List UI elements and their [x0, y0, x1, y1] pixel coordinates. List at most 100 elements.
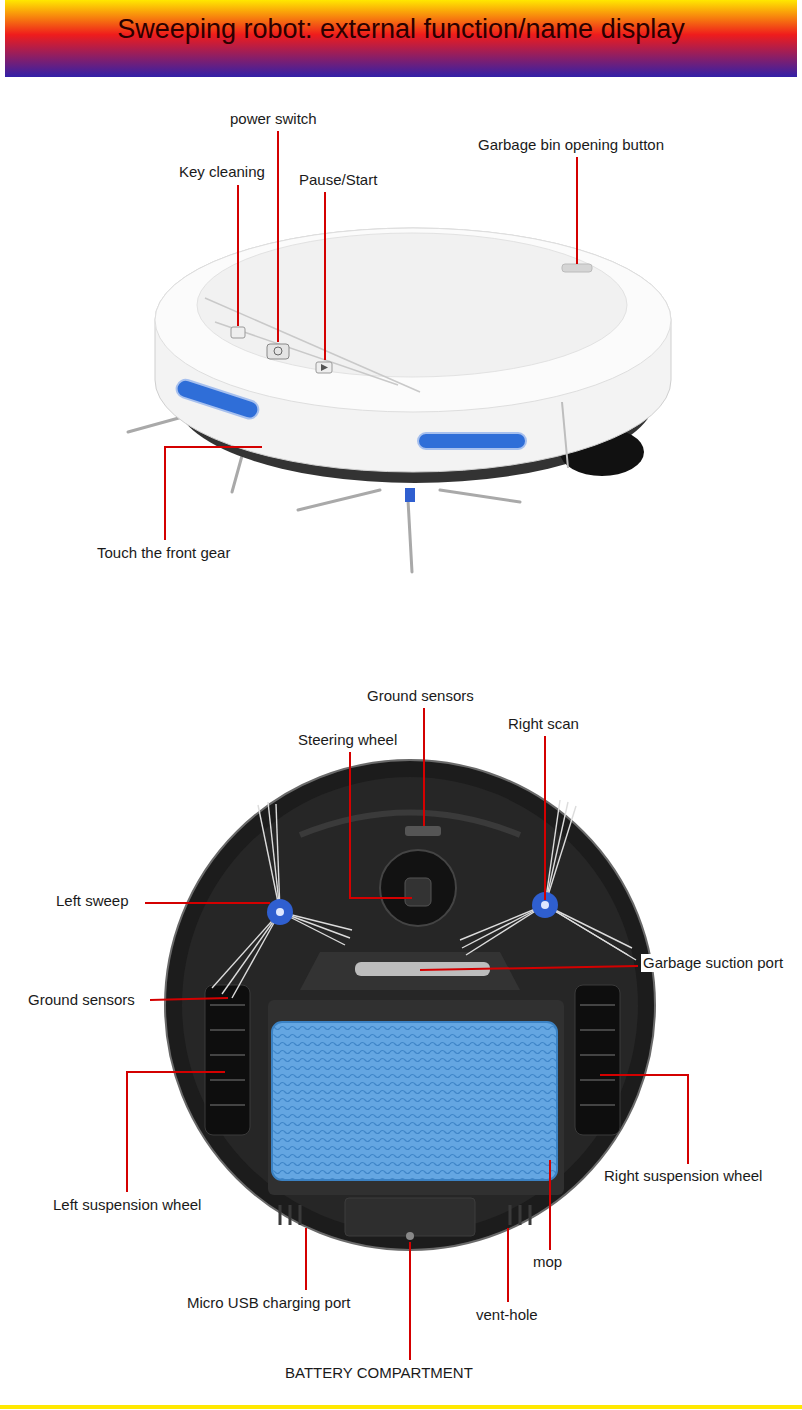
battery-screw — [406, 1232, 414, 1240]
vent-slot — [289, 1205, 292, 1225]
mop-bracket — [268, 1000, 564, 1195]
leader-line — [549, 1160, 551, 1250]
part-label: Steering wheel — [296, 731, 399, 749]
right-wheel — [575, 985, 620, 1135]
bumper-gap — [562, 402, 568, 468]
bristle — [545, 800, 560, 905]
vent-slot — [509, 1205, 512, 1225]
bristle — [466, 905, 545, 955]
right-brush-bristles — [460, 800, 636, 960]
bristle — [222, 912, 280, 994]
part-label: Garbage bin opening button — [476, 136, 666, 154]
bumper-edge — [300, 813, 520, 836]
part-label: Touch the front gear — [95, 544, 232, 562]
leader-line — [150, 998, 228, 1000]
bristle — [212, 912, 280, 988]
part-label: Right scan — [506, 715, 581, 733]
leader-line — [145, 902, 270, 904]
bristle — [545, 905, 636, 960]
leader-line — [544, 736, 546, 900]
key-button — [231, 327, 245, 338]
vent-slot — [529, 1205, 532, 1225]
tread — [210, 1004, 245, 1006]
play-icon — [321, 364, 328, 371]
brush-hubs — [267, 892, 558, 925]
part-label: Ground sensors — [365, 687, 476, 705]
part-label: Micro USB charging port — [185, 1294, 352, 1312]
leader-line — [576, 157, 578, 264]
robot-top-view — [128, 228, 671, 572]
tread — [580, 1079, 615, 1081]
leader-line — [420, 966, 638, 970]
hub-center — [541, 901, 549, 909]
part-label: Left sweep — [54, 892, 131, 910]
part-label: mop — [531, 1253, 564, 1271]
tread — [210, 1104, 245, 1106]
steering-wheel — [380, 850, 456, 926]
pause-button — [316, 362, 332, 373]
vent-slot — [299, 1205, 302, 1225]
part-label: Left suspension wheel — [51, 1196, 203, 1214]
left-wheel — [205, 985, 250, 1135]
wheel-hub — [405, 878, 431, 906]
bristle — [298, 490, 380, 510]
part-label: Pause/Start — [297, 171, 379, 189]
blue-light — [174, 377, 260, 420]
leader-line — [409, 1242, 411, 1360]
leader-line — [324, 192, 326, 360]
leader-line — [423, 708, 425, 826]
title-bar — [5, 0, 797, 77]
top-panel — [197, 233, 627, 377]
bristle — [258, 805, 280, 912]
part-label: Key cleaning — [177, 163, 267, 181]
left-brush-bristles — [212, 802, 352, 998]
suction-housing — [300, 952, 520, 990]
bristle — [276, 804, 280, 912]
bristle — [545, 806, 576, 905]
tread — [210, 1029, 245, 1031]
part-label: BATTERY COMPARTMENT — [283, 1364, 475, 1382]
ground-sensor — [405, 826, 441, 836]
mop-pad — [272, 1022, 557, 1180]
part-label: Right suspension wheel — [602, 1167, 764, 1185]
leader-line — [127, 1072, 225, 1192]
robot-underside — [165, 760, 655, 1250]
bristle — [462, 905, 545, 948]
underside-panel — [182, 777, 638, 1233]
part-label: Ground sensors — [26, 991, 137, 1009]
robot-body — [155, 228, 671, 472]
hub-center — [276, 908, 284, 916]
leader-line — [305, 1228, 307, 1290]
title: Sweeping robot: external function/name d… — [5, 12, 797, 46]
tread — [580, 1104, 615, 1106]
blue-light — [418, 433, 526, 449]
vent-slot — [519, 1205, 522, 1225]
power-icon — [274, 347, 282, 355]
leader-line — [277, 131, 279, 342]
bristle — [268, 802, 280, 912]
leader-line — [350, 752, 412, 898]
bristle — [232, 912, 280, 998]
bristle — [545, 905, 632, 948]
tread — [210, 1054, 245, 1056]
bristle — [460, 905, 545, 940]
part-label: power switch — [228, 110, 319, 128]
tread — [580, 1054, 615, 1056]
bristle — [545, 802, 568, 905]
tread — [580, 1004, 615, 1006]
leader-line — [507, 1228, 509, 1302]
tread — [210, 1079, 245, 1081]
brush-hub — [267, 899, 293, 925]
part-label: vent-hole — [474, 1306, 540, 1324]
panel-line — [215, 322, 398, 385]
robot-bottom-view — [165, 760, 655, 1250]
leader-line — [600, 1075, 688, 1164]
bin-button — [562, 264, 592, 272]
vent-slot — [279, 1205, 282, 1225]
brush-hub — [405, 488, 415, 502]
battery-cover — [345, 1198, 475, 1236]
power-button — [267, 344, 289, 359]
leader-line — [237, 185, 239, 326]
robot-top — [155, 228, 671, 412]
